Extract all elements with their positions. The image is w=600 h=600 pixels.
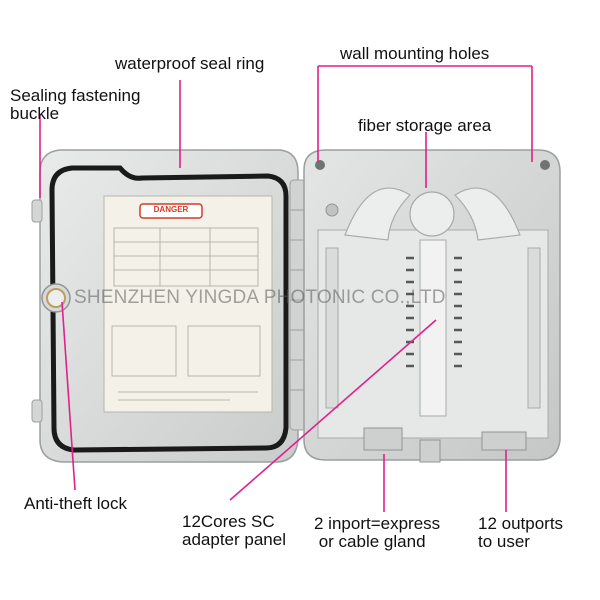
danger-label: DANGER <box>153 205 189 214</box>
enclosure-body <box>303 149 561 463</box>
label-adapter-panel-2: adapter panel <box>182 530 286 549</box>
label-adapter-panel-1: 12Cores SC <box>182 512 275 531</box>
inport <box>363 427 403 451</box>
label-outports-2: to user <box>478 532 530 551</box>
watermark: SHENZHEN YINGDA PHOTONIC CO.,LTD <box>74 287 446 308</box>
mounting-hole <box>315 160 325 170</box>
label-fiber-storage-area: fiber storage area <box>358 116 492 135</box>
label-sealing-buckle-1: Sealing fastening <box>10 86 141 105</box>
label-wall-mounting-holes: wall mounting holes <box>340 44 490 63</box>
enclosure-lid <box>31 149 299 463</box>
label-outports-1: 12 outports <box>478 514 564 533</box>
pointer-lines <box>39 65 533 512</box>
label-waterproof-seal-ring: waterproof seal ring <box>115 54 265 73</box>
label-inport-1: 2 inport=express <box>314 514 441 533</box>
danger-sign <box>139 203 203 219</box>
mounting-hole <box>540 160 550 170</box>
outports <box>481 431 527 451</box>
label-anti-theft-lock: Anti-theft lock <box>24 494 127 513</box>
seal-ring <box>49 165 289 453</box>
label-sealing-buckle-2: buckle <box>10 104 60 123</box>
label-inport-2: or cable gland <box>314 532 426 551</box>
